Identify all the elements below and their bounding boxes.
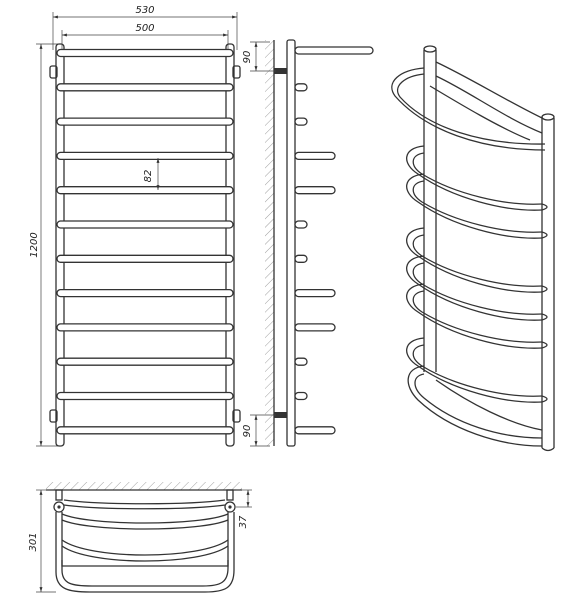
iso-rung-inner xyxy=(412,344,543,397)
iso-bottom-rung xyxy=(407,365,543,447)
front-rung xyxy=(56,357,234,366)
bottom-offset-label: 90 xyxy=(242,425,253,438)
side-post xyxy=(286,39,296,447)
overall-width-label: 530 xyxy=(135,5,154,16)
iso-rung-inner xyxy=(412,180,543,233)
iso-rung-end xyxy=(541,231,548,239)
top-wall-section xyxy=(46,482,242,490)
side-brackets xyxy=(274,68,287,418)
front-rung xyxy=(56,391,234,401)
side-rung xyxy=(294,391,308,401)
side-rung xyxy=(294,186,336,195)
side-rung xyxy=(294,220,308,229)
iso-rung-end xyxy=(541,313,548,321)
iso-rung-end xyxy=(541,285,548,293)
front-rung xyxy=(56,117,234,126)
left-post xyxy=(55,43,65,447)
front-rung xyxy=(56,323,234,332)
iso-rung-end xyxy=(541,395,548,403)
side-rungs xyxy=(294,83,336,435)
front-rung xyxy=(56,186,234,195)
front-rung xyxy=(56,254,234,263)
side-rung xyxy=(294,83,308,92)
iso-rung xyxy=(406,145,543,211)
side-rung xyxy=(294,288,336,298)
iso-top-shelf xyxy=(391,61,546,151)
side-rung xyxy=(294,117,308,126)
front-rung xyxy=(56,426,234,435)
iso-rung-end xyxy=(541,203,548,211)
front-view: 530 500 1200 82 xyxy=(29,5,241,447)
front-rung xyxy=(56,83,234,92)
side-rung xyxy=(294,323,336,332)
iso-rung xyxy=(406,337,543,403)
front-rung xyxy=(56,48,234,58)
height-label: 1200 xyxy=(29,232,40,257)
iso-rung-inner xyxy=(412,262,543,315)
side-rung xyxy=(294,254,308,263)
side-rung xyxy=(294,426,336,435)
side-view: 90 90 xyxy=(242,39,374,447)
iso-bottom-rung-inner xyxy=(414,373,543,439)
iso-rung xyxy=(406,227,543,293)
iso-rung-end xyxy=(541,341,548,349)
iso-rung xyxy=(406,255,543,321)
top-view: 301 37 xyxy=(28,482,252,593)
depth-label: 301 xyxy=(28,532,39,551)
isometric-view xyxy=(391,45,555,452)
wall-section xyxy=(265,40,274,446)
front-rung xyxy=(56,288,234,298)
right-post xyxy=(225,43,235,447)
inner-width-label: 500 xyxy=(135,23,154,34)
side-rung xyxy=(294,151,336,161)
side-rung xyxy=(294,357,308,366)
front-rung xyxy=(56,220,234,229)
front-rung xyxy=(56,151,234,161)
iso-rung-inner xyxy=(412,152,543,205)
iso-rung xyxy=(406,283,543,349)
iso-rung xyxy=(406,173,543,239)
front-rungs xyxy=(56,48,234,435)
rung-spacing-label: 82 xyxy=(143,170,154,183)
wall-brackets xyxy=(49,65,241,423)
iso-rung-inner xyxy=(412,290,543,343)
iso-bottom-rung-back xyxy=(435,379,543,431)
iso-rung-inner xyxy=(412,234,543,287)
top-offset-label: 90 xyxy=(242,51,253,64)
mount-label: 37 xyxy=(238,515,249,528)
iso-rungs xyxy=(406,145,548,447)
